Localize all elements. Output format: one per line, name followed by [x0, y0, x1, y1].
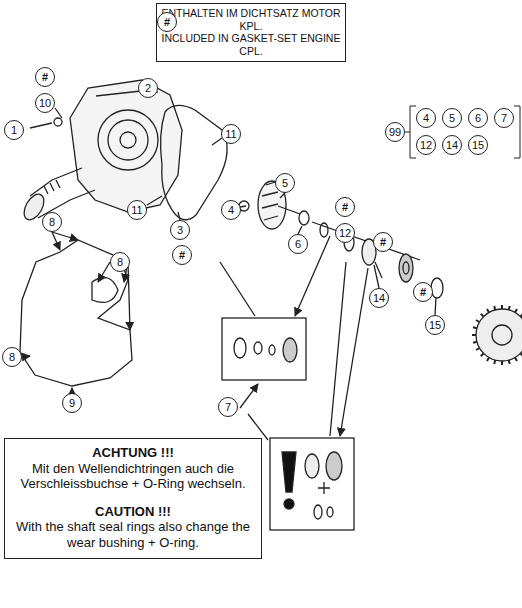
notice-box: [270, 438, 354, 530]
warning-text: ACHTUNG !!!: [11, 445, 255, 461]
inset-box: [222, 318, 306, 380]
callout-number: 5: [442, 108, 462, 128]
callout-number: 6: [468, 108, 488, 128]
callout-number: #: [172, 245, 192, 265]
note-box: ENTHALTEN IM DICHTSATZ MOTOR KPL.INCLUDE…: [156, 3, 346, 62]
callout-number: 3: [170, 220, 190, 240]
callout-number: 8: [2, 347, 22, 367]
callout-number: 14: [442, 135, 462, 155]
warning-box: ACHTUNG !!!Mit den Wellendichtringen auc…: [4, 438, 262, 559]
callout-number: 11: [221, 124, 241, 144]
callout-number: 7: [494, 108, 514, 128]
impeller: [239, 181, 443, 298]
callout-number: 1: [4, 120, 24, 140]
warning-text: CAUTION !!!: [11, 504, 255, 520]
callout-number: 12: [335, 223, 355, 243]
callout-number: #: [157, 12, 177, 32]
callout-number: 4: [416, 108, 436, 128]
callout-number: 11: [127, 200, 147, 220]
warning-text: Mit den Wellendichtringen auch die Versc…: [11, 461, 255, 492]
callout-number: 12: [416, 135, 436, 155]
cover-outline: [20, 240, 132, 386]
callout-number: 99: [385, 122, 405, 142]
callout-number: 6: [288, 234, 308, 254]
callout-number: 15: [425, 315, 445, 335]
callout-number: 8: [110, 252, 130, 272]
callout-number: 8: [42, 212, 62, 232]
callout-number: 2: [138, 78, 158, 98]
callout-number: 7: [218, 397, 238, 417]
note-text: ENTHALTEN IM DICHTSATZ MOTOR KPL.: [160, 7, 342, 32]
callout-number: #: [335, 197, 355, 217]
callout-number: 4: [221, 200, 241, 220]
callout-number: #: [413, 282, 433, 302]
drive-gear: [472, 305, 522, 365]
callout-number: 10: [35, 93, 55, 113]
pump-cover: [20, 80, 182, 223]
callout-number: #: [373, 232, 393, 252]
callout-number: 14: [369, 288, 389, 308]
gasket: [161, 105, 228, 219]
callout-number: 9: [62, 393, 82, 413]
note-text: INCLUDED IN GASKET-SET ENGINE CPL.: [160, 32, 342, 57]
callout-number: 15: [468, 135, 488, 155]
callout-number: 5: [275, 173, 295, 193]
warning-text: With the shaft seal rings also change th…: [11, 519, 255, 550]
callout-number: #: [35, 67, 55, 87]
